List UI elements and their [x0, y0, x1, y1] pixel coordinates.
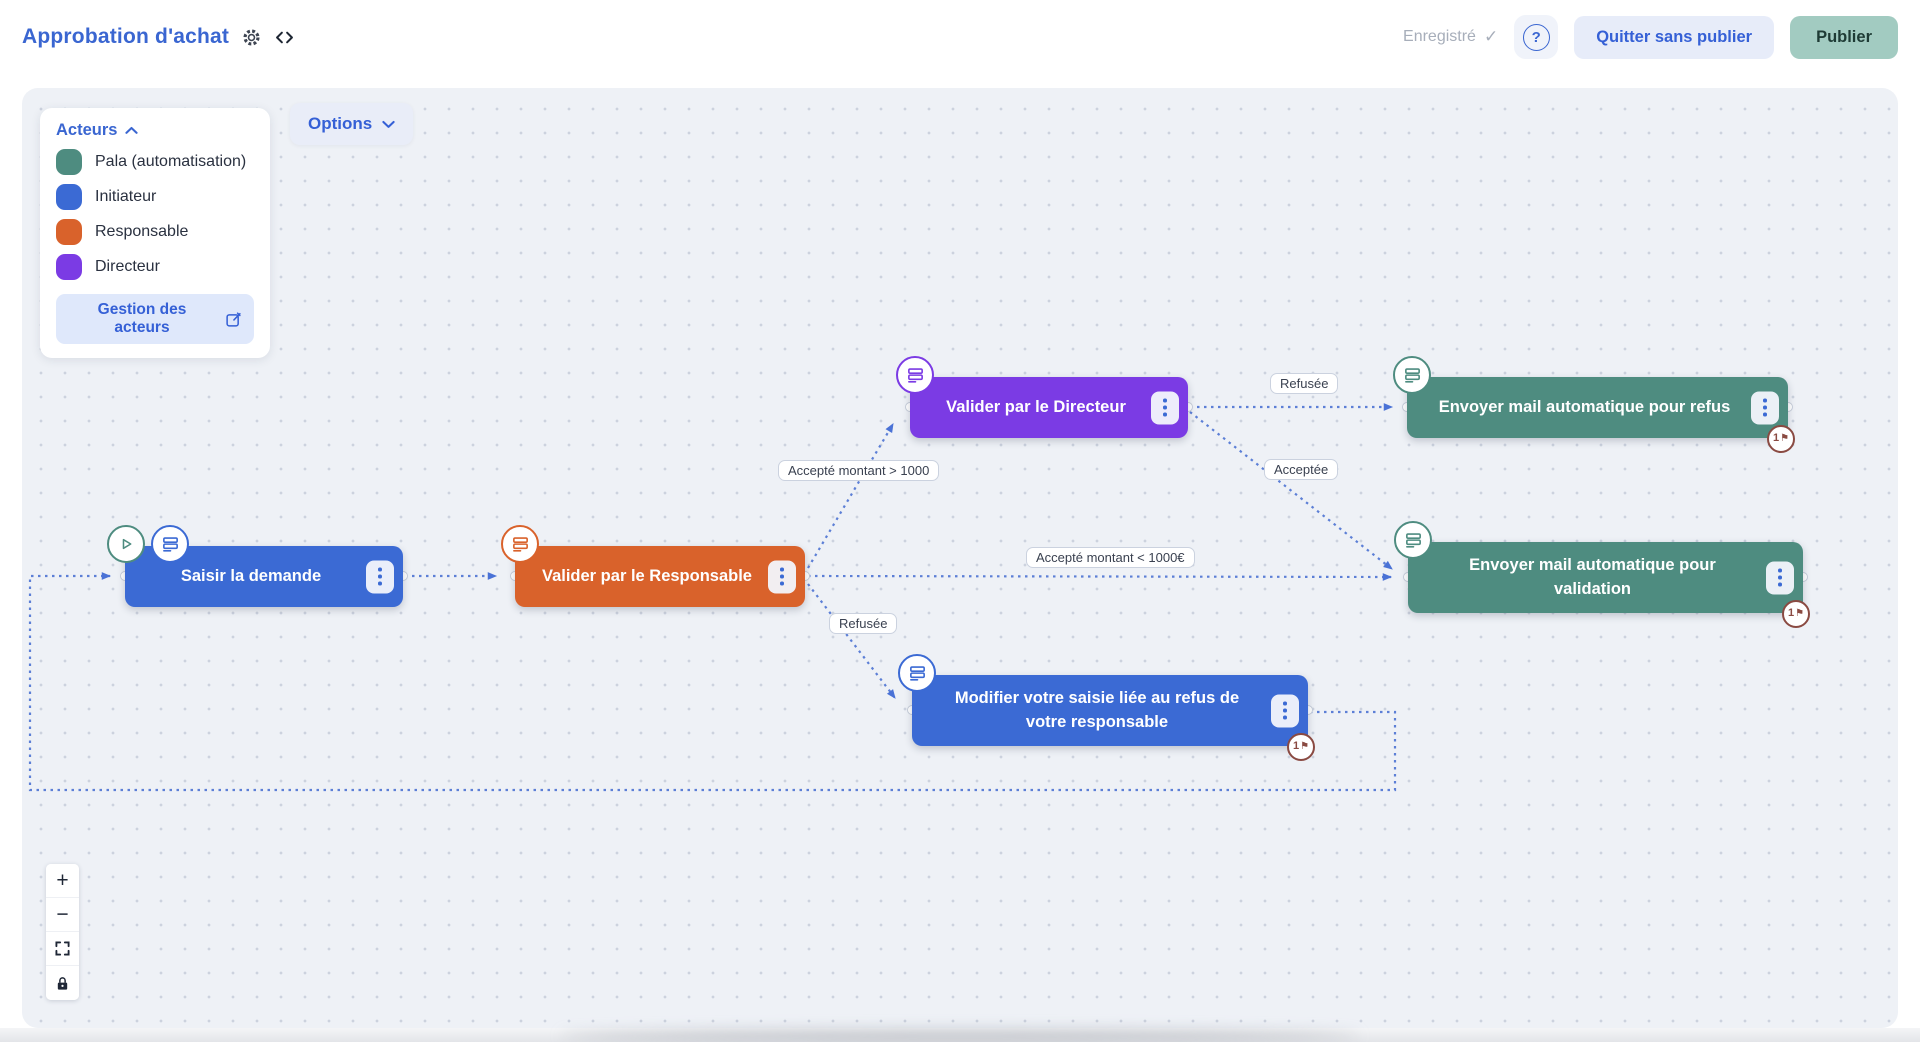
zoom-in-button[interactable]: +: [46, 864, 79, 898]
form-badge[interactable]: [151, 525, 189, 563]
form-icon: [1405, 532, 1421, 548]
form-icon: [512, 536, 528, 552]
actor-row: Directeur: [56, 254, 254, 280]
actor-row: Initiateur: [56, 184, 254, 210]
flag-icon: ⚑: [1780, 432, 1790, 444]
node-label: Modifier votre saisie liée au refus de v…: [954, 689, 1240, 731]
page-title: Approbation d'achat: [22, 25, 230, 48]
bottom-bar: [0, 1028, 1920, 1042]
actor-swatch: [56, 184, 82, 210]
node-menu-button[interactable]: [768, 560, 796, 593]
edge-label-accepte-inf-1000[interactable]: Accepté montant < 1000€: [1026, 547, 1195, 568]
form-icon: [907, 367, 923, 383]
edge-label-acceptee[interactable]: Acceptée: [1264, 459, 1339, 480]
node-label: Envoyer mail automatique pour refus: [1438, 397, 1731, 416]
actor-name: Responsable: [95, 223, 189, 240]
node-menu-button[interactable]: [366, 560, 394, 593]
check-icon: ✓: [1483, 27, 1499, 46]
form-icon: [1404, 367, 1420, 383]
node-label: Envoyer mail automatique pour validation: [1469, 556, 1716, 598]
workflow-canvas[interactable]: Acteurs Pala (automatisation) Initiateur…: [22, 88, 1898, 1028]
chevron-down-icon: [382, 120, 395, 128]
actor-swatch: [56, 219, 82, 245]
actor-name: Pala (automatisation): [95, 153, 247, 170]
quit-without-publish-button[interactable]: Quitter sans publier: [1574, 15, 1775, 59]
node-label: Valider par le Directeur: [946, 397, 1126, 416]
node-menu-button[interactable]: [1271, 694, 1299, 727]
workflow-node-mail-validation[interactable]: Envoyer mail automatique pour validation…: [1394, 521, 1810, 628]
settings-button[interactable]: [241, 27, 262, 48]
manage-actors-button[interactable]: Gestion des acteurs: [56, 294, 254, 344]
code-view-button[interactable]: [274, 27, 295, 48]
form-badge[interactable]: [1394, 521, 1432, 559]
flag-icon: ⚑: [1795, 607, 1805, 619]
help-button[interactable]: ?: [1514, 15, 1559, 59]
question-icon: ?: [1522, 23, 1550, 51]
actors-panel: Acteurs Pala (automatisation) Initiateur…: [40, 108, 270, 358]
save-status: Enregistré ✓: [1403, 27, 1499, 46]
fit-view-button[interactable]: [46, 932, 79, 966]
form-badge[interactable]: [501, 525, 539, 563]
workflow-node-mail-refus[interactable]: Envoyer mail automatique pour refus 1⚑: [1393, 356, 1795, 453]
node-menu-button[interactable]: [1751, 391, 1779, 424]
start-badge: [107, 525, 145, 563]
actor-name: Initiateur: [95, 188, 157, 205]
publish-button[interactable]: Publier: [1790, 15, 1898, 59]
workflow-node-saisir-la-demande[interactable]: Saisir la demande: [107, 525, 403, 607]
header: Approbation d'achat Enregistré ✓ ? Quitt…: [0, 0, 1920, 74]
edit-icon: [226, 311, 241, 327]
node-label: Valider par le Responsable: [541, 566, 752, 585]
edge-label-refusee-directeur[interactable]: Refusée: [1270, 373, 1339, 394]
edge-label-refusee-responsable[interactable]: Refusée: [829, 613, 898, 634]
actors-panel-toggle[interactable]: Acteurs: [56, 121, 254, 140]
gear-icon: [243, 28, 260, 46]
actor-row: Responsable: [56, 219, 254, 245]
lock-icon: [57, 976, 68, 990]
chevron-up-icon: [125, 126, 139, 134]
actor-name: Directeur: [95, 258, 160, 275]
node-menu-button[interactable]: [1766, 561, 1794, 594]
node-label: Saisir la demande: [180, 566, 322, 585]
form-badge[interactable]: [898, 654, 936, 692]
form-badge[interactable]: [1393, 356, 1431, 394]
actors-title: Acteurs: [56, 121, 118, 139]
bottom-shadow: [560, 1030, 1360, 1042]
canvas-controls: + −: [46, 864, 79, 1000]
flag-icon: ⚑: [1300, 740, 1310, 752]
workflow-node-valider-directeur[interactable]: Valider par le Directeur: [896, 356, 1188, 438]
form-badge[interactable]: [896, 356, 934, 394]
actor-swatch: [56, 149, 82, 175]
lock-button[interactable]: [46, 966, 79, 1000]
flag-badge: 1⚑: [1287, 733, 1315, 761]
workflow-node-valider-responsable[interactable]: Valider par le Responsable: [501, 525, 805, 607]
actor-row: Pala (automatisation): [56, 149, 254, 175]
workflow-node-modifier-saisie[interactable]: Modifier votre saisie liée au refus de v…: [898, 654, 1315, 761]
play-icon: [122, 538, 132, 550]
flag-badge: 1⚑: [1782, 600, 1810, 628]
node-menu-button[interactable]: [1151, 391, 1179, 424]
code-icon: [276, 31, 294, 43]
form-icon: [162, 536, 178, 552]
options-button[interactable]: Options: [290, 103, 414, 145]
fit-view-icon: [55, 941, 70, 956]
flag-badge: 1⚑: [1767, 425, 1795, 453]
edge-label-accepte-sup-1000[interactable]: Accepté montant > 1000: [778, 460, 940, 481]
actor-swatch: [56, 254, 82, 280]
form-icon: [909, 665, 925, 681]
zoom-out-button[interactable]: −: [46, 898, 79, 932]
